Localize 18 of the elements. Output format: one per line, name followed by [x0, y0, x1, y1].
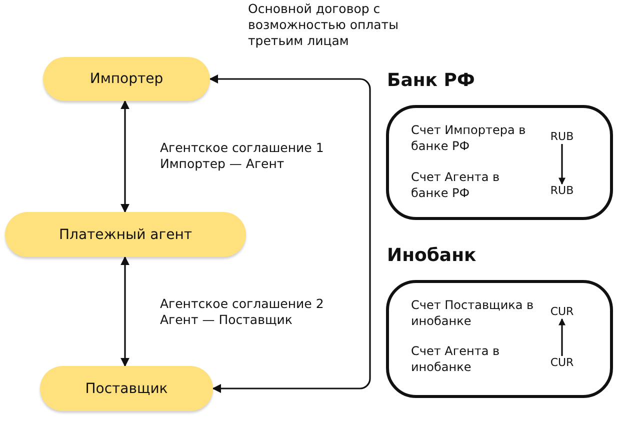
arrow: [120, 256, 130, 367]
process-box: Поставщик: [40, 366, 213, 411]
account-text: Счет Поставщика в инобанке: [411, 297, 535, 329]
account-text: Счет Агента в инобанке: [411, 343, 501, 375]
bank-heading: Инобанк: [387, 245, 476, 266]
bank-heading: Банк РФ: [387, 70, 475, 91]
arrow: [558, 318, 566, 356]
process-box: Платежный агент: [5, 212, 246, 257]
currency-label: CUR: [547, 356, 577, 370]
account-text: Счет Импортера в банке РФ: [411, 122, 527, 154]
currency-label: RUB: [547, 130, 577, 144]
arrow: [209, 74, 371, 393]
currency-label: CUR: [547, 305, 577, 319]
currency-label: RUB: [547, 184, 577, 198]
process-box: Импортер: [43, 57, 210, 101]
account-text: Счет Агента в банке РФ: [411, 169, 501, 201]
arrow: [120, 100, 130, 213]
arrow: [558, 144, 566, 185]
